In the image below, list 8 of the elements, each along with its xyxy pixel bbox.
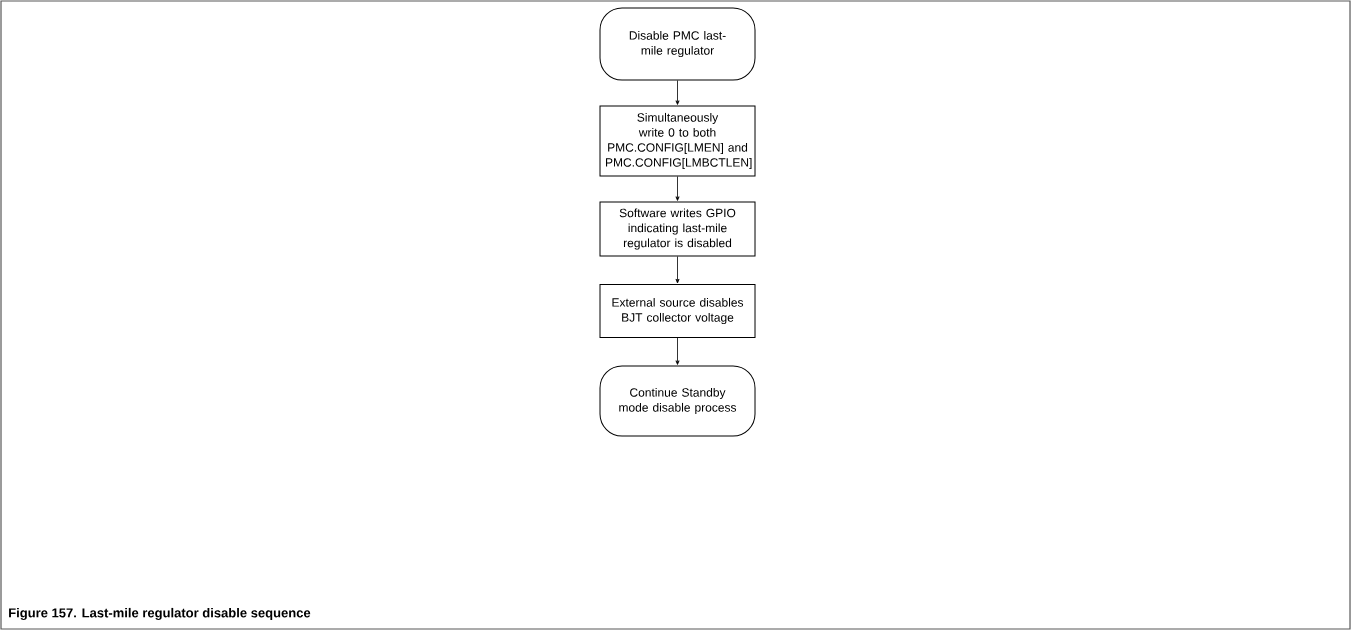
- arrow: [675, 176, 680, 201]
- process-box: Simultaneously write 0 to both PMC.CONFIG[LMEN] and PMC.CONFIG[LMBCTLEN]: [599, 105, 756, 177]
- process-box: Software writes GPIO indicating last-mile regulator is disabled: [599, 201, 756, 257]
- arrow: [675, 256, 680, 284]
- figure-caption: Figure 157. Last-mile regulator disable sequence: [9, 607, 311, 621]
- arrow: [675, 80, 680, 105]
- process-box: External source disables BJT collector voltage: [599, 284, 756, 338]
- arrow: [675, 337, 680, 365]
